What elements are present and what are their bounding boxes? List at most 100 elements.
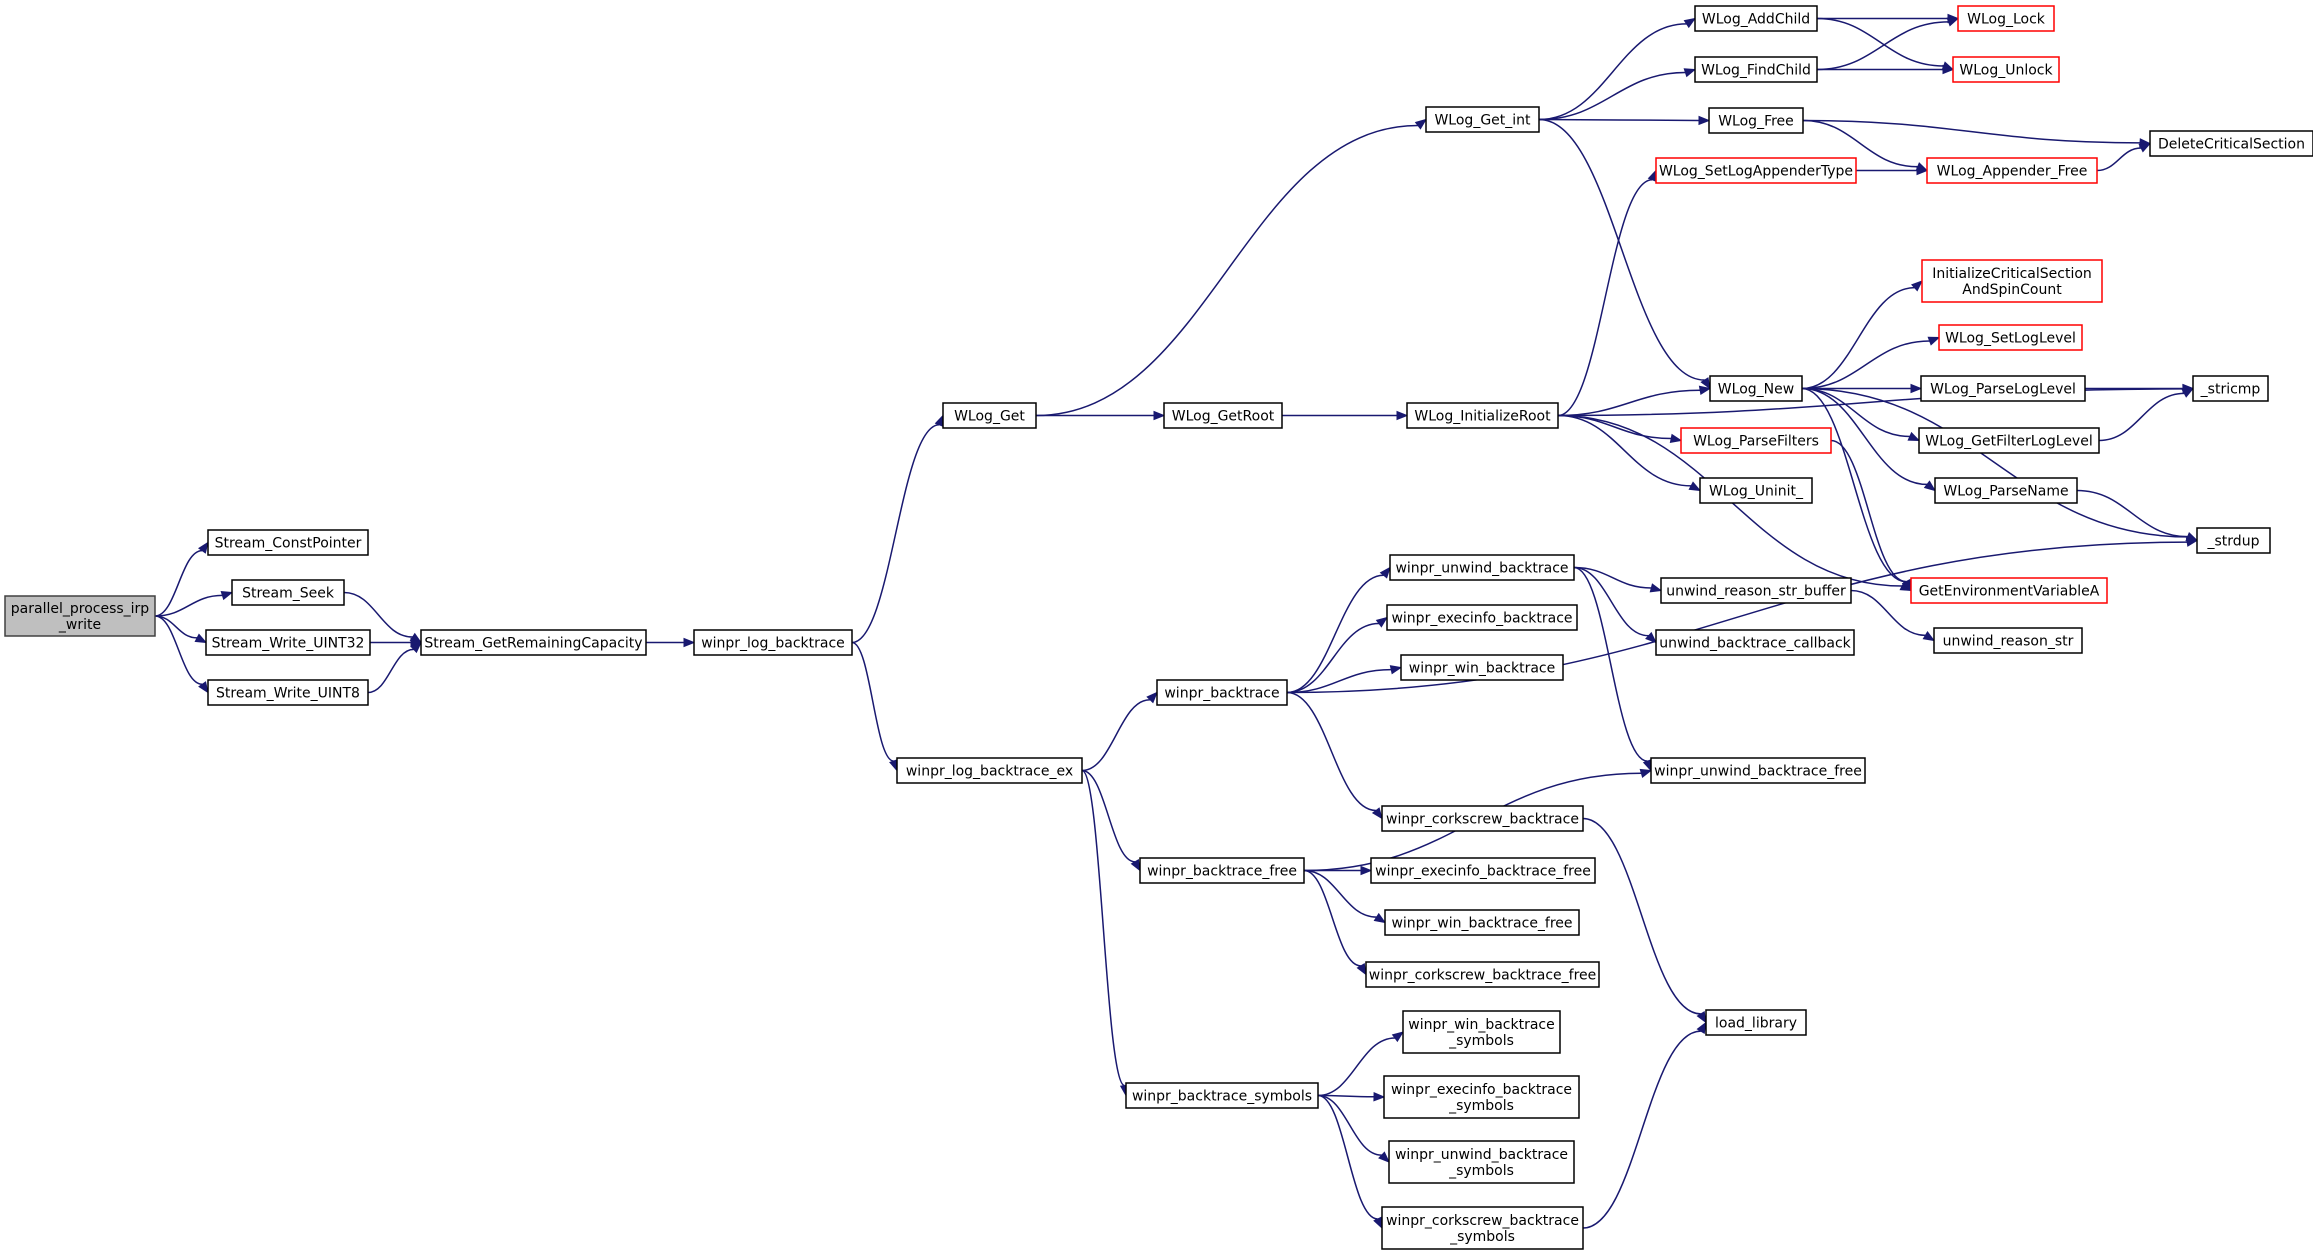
node-btsym[interactable]: winpr_backtrace_symbols xyxy=(1125,1082,1319,1109)
node-box[interactable] xyxy=(1139,857,1305,884)
node-appfree[interactable]: WLog_Appender_Free xyxy=(1926,157,2098,184)
node-box[interactable] xyxy=(1365,961,1600,988)
node-box[interactable] xyxy=(1400,654,1564,681)
node-addchild[interactable]: WLog_AddChild xyxy=(1694,5,1818,32)
node-lock[interactable]: WLog_Lock xyxy=(1957,5,2055,32)
node-uninit[interactable]: WLog_Uninit_ xyxy=(1699,477,1813,504)
node-parselevel[interactable]: WLog_ParseLogLevel xyxy=(1920,375,2086,402)
node-execbt[interactable]: winpr_execinfo_backtrace xyxy=(1386,604,1578,631)
node-parsefilters[interactable]: WLog_ParseFilters xyxy=(1680,427,1832,454)
node-stricmp[interactable]: _stricmp xyxy=(2192,375,2269,402)
node-winsym[interactable]: winpr_win_backtrace_symbols xyxy=(1402,1010,1561,1054)
node-reasonbuf[interactable]: unwind_reason_str_buffer xyxy=(1660,577,1852,604)
node-corkbt[interactable]: winpr_corkscrew_backtrace xyxy=(1381,805,1584,832)
node-loadlib[interactable]: load_library xyxy=(1705,1009,1807,1036)
node-box[interactable] xyxy=(2192,375,2269,402)
node-box[interactable] xyxy=(1680,427,1832,454)
node-box[interactable] xyxy=(2196,527,2271,554)
node-btcallback[interactable]: unwind_backtrace_callback xyxy=(1655,629,1855,656)
node-constptr[interactable]: Stream_ConstPointer xyxy=(207,529,369,556)
node-wuint8[interactable]: Stream_Write_UINT8 xyxy=(207,679,369,706)
node-parallel[interactable]: parallel_process_irp_write xyxy=(4,595,156,637)
node-logbtex[interactable]: winpr_log_backtrace_ex xyxy=(896,757,1083,784)
node-strdup[interactable]: _strdup xyxy=(2196,527,2271,554)
node-free[interactable]: WLog_Free xyxy=(1708,107,1804,134)
node-box[interactable] xyxy=(2149,130,2313,157)
node-execfree[interactable]: winpr_execinfo_backtrace_free xyxy=(1370,857,1596,884)
node-corkfree[interactable]: winpr_corkscrew_backtrace_free xyxy=(1365,961,1600,988)
node-box[interactable] xyxy=(207,529,369,556)
node-box[interactable] xyxy=(1163,402,1283,429)
node-box[interactable] xyxy=(1388,1140,1575,1184)
node-box[interactable] xyxy=(1920,375,2086,402)
node-getfilter[interactable]: WLog_GetFilterLogLevel xyxy=(1918,427,2100,454)
node-getenv[interactable]: GetEnvironmentVariableA xyxy=(1910,577,2108,604)
node-box[interactable] xyxy=(693,629,853,656)
node-winfree[interactable]: winpr_win_backtrace_free xyxy=(1384,909,1580,936)
node-unwindfree[interactable]: winpr_unwind_backtrace_free xyxy=(1650,757,1866,784)
node-box[interactable] xyxy=(1406,402,1559,429)
node-box[interactable] xyxy=(1660,577,1852,604)
node-box[interactable] xyxy=(1389,554,1575,581)
node-getroot[interactable]: WLog_GetRoot xyxy=(1163,402,1283,429)
node-box[interactable] xyxy=(1425,106,1540,133)
node-execsym[interactable]: winpr_execinfo_backtrace_symbols xyxy=(1383,1075,1580,1119)
node-unwindbt[interactable]: winpr_unwind_backtrace xyxy=(1389,554,1575,581)
node-box[interactable] xyxy=(1708,107,1804,134)
node-unlock[interactable]: WLog_Unlock xyxy=(1952,56,2060,83)
node-box[interactable] xyxy=(207,679,369,706)
node-wuint32[interactable]: Stream_Write_UINT32 xyxy=(205,629,371,656)
node-box[interactable] xyxy=(1125,1082,1319,1109)
node-box[interactable] xyxy=(1694,5,1818,32)
node-box[interactable] xyxy=(942,402,1037,429)
node-parsename[interactable]: WLog_ParseName xyxy=(1934,477,2078,504)
node-corksym[interactable]: winpr_corkscrew_backtrace_symbols xyxy=(1381,1206,1584,1250)
node-unwindsym[interactable]: winpr_unwind_backtrace_symbols xyxy=(1388,1140,1575,1184)
node-box[interactable] xyxy=(1921,259,2103,303)
node-box[interactable] xyxy=(1938,324,2083,351)
node-box[interactable] xyxy=(1918,427,2100,454)
node-box[interactable] xyxy=(1156,679,1288,706)
node-box[interactable] xyxy=(1381,1206,1584,1250)
node-box[interactable] xyxy=(1934,477,2078,504)
node-box[interactable] xyxy=(1381,805,1584,832)
node-box[interactable] xyxy=(1386,604,1578,631)
node-box[interactable] xyxy=(1933,627,2083,654)
node-box[interactable] xyxy=(1694,56,1818,83)
node-box[interactable] xyxy=(1655,157,1857,184)
node-bt[interactable]: winpr_backtrace xyxy=(1156,679,1288,706)
node-box[interactable] xyxy=(420,629,647,656)
node-box[interactable] xyxy=(205,629,371,656)
node-box[interactable] xyxy=(231,579,345,606)
node-box[interactable] xyxy=(1402,1010,1561,1054)
node-findchild[interactable]: WLog_FindChild xyxy=(1694,56,1818,83)
node-box[interactable] xyxy=(1383,1075,1580,1119)
node-box[interactable] xyxy=(1709,375,1803,402)
node-box[interactable] xyxy=(1650,757,1866,784)
node-box[interactable] xyxy=(4,595,156,637)
node-box[interactable] xyxy=(1957,5,2055,32)
node-winbt[interactable]: winpr_win_backtrace xyxy=(1400,654,1564,681)
node-seek[interactable]: Stream_Seek xyxy=(231,579,345,606)
node-setlevel[interactable]: WLog_SetLogLevel xyxy=(1938,324,2083,351)
node-box[interactable] xyxy=(1384,909,1580,936)
node-box[interactable] xyxy=(1952,56,2060,83)
node-box[interactable] xyxy=(1655,629,1855,656)
node-box[interactable] xyxy=(1910,577,2108,604)
node-reasonstr[interactable]: unwind_reason_str xyxy=(1933,627,2083,654)
node-box[interactable] xyxy=(1705,1009,1807,1036)
node-wlogget[interactable]: WLog_Get xyxy=(942,402,1037,429)
node-box[interactable] xyxy=(896,757,1083,784)
node-initroot[interactable]: WLog_InitializeRoot xyxy=(1406,402,1559,429)
node-new[interactable]: WLog_New xyxy=(1709,375,1803,402)
node-btfree[interactable]: winpr_backtrace_free xyxy=(1139,857,1305,884)
node-remcap[interactable]: Stream_GetRemainingCapacity xyxy=(420,629,647,656)
node-box[interactable] xyxy=(1926,157,2098,184)
node-logbt[interactable]: winpr_log_backtrace xyxy=(693,629,853,656)
node-box[interactable] xyxy=(1370,857,1596,884)
node-delcs[interactable]: DeleteCriticalSection xyxy=(2149,130,2313,157)
node-box[interactable] xyxy=(1699,477,1813,504)
node-setappender[interactable]: WLog_SetLogAppenderType xyxy=(1655,157,1857,184)
node-getint[interactable]: WLog_Get_int xyxy=(1425,106,1540,133)
